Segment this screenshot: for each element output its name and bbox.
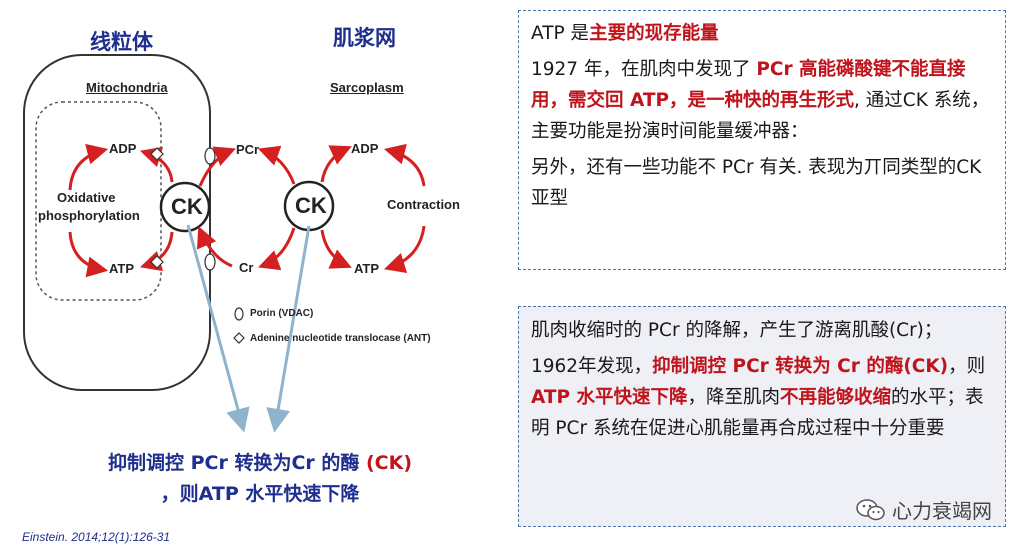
cr-arrow-to-left-ck	[196, 226, 233, 268]
ck-right-label: CK	[295, 193, 327, 218]
cr-arrow-from-right-ck	[258, 227, 296, 271]
atp-paragraph-3: 另外，还有一些功能不 PCr 有关. 表现为丌同类型的CK 亚型	[531, 157, 982, 209]
atp-p2-text: 1927 年，在肌肉中发现了	[531, 59, 757, 80]
pcr-p2-highlight-f: 不再能够收缩	[780, 387, 892, 408]
right-adp-label: ADP	[351, 141, 379, 156]
pcr-paragraph-1: 肌肉收缩时的 PCr 的降解，产生了游离肌酸(Cr)；	[531, 320, 943, 341]
caption-line1: 抑制调控 PCr 转换为Cr 的酶 (CK)	[40, 448, 480, 479]
pcr-p2-text-c: ，则	[948, 356, 986, 377]
caption-ck-highlight: (CK)	[365, 452, 413, 474]
left-ck-arrow-bottom	[139, 231, 174, 272]
ant-diamond-bottom	[150, 255, 164, 269]
left-cycle-arrow-bottom	[68, 231, 109, 278]
atp-p2-highlight: PCr 高能磷酸键不能直接用，需交回 ATP，是一种快的再生形式	[531, 59, 966, 111]
pointer-arrow-right-ck	[266, 225, 311, 433]
pcr-label: PCr	[236, 142, 260, 157]
pointer-arrow-left-ck	[186, 224, 250, 433]
oxidative-label-line1: Oxidative	[57, 190, 116, 205]
porin-oval-top	[204, 147, 216, 165]
atp-paragraph-1: ATP 是主要的现存能量	[531, 18, 993, 49]
contraction-arrow-top	[383, 143, 426, 187]
right-atp-label: ATP	[354, 261, 380, 276]
left-atp-label: ATP	[109, 261, 135, 276]
ck-left-label: CK	[171, 194, 203, 219]
ant-diamond-top	[150, 147, 164, 161]
mitochondria-outer-membrane	[23, 54, 211, 391]
legend-ant-symbol	[233, 332, 245, 344]
oxidative-label-line2: phosphorylation	[38, 208, 140, 223]
sarcoplasm-title: Sarcoplasm	[330, 80, 404, 95]
ck-circle-left	[159, 181, 211, 233]
pcr-p2-highlight-d: ATP 水平快速下降	[531, 387, 688, 408]
right-adp-arrow	[320, 145, 352, 183]
pcr-p2-text-a: 1962年发现，	[531, 356, 653, 377]
porin-oval-bottom	[204, 253, 216, 271]
atp-paragraph-2: 1927 年，在肌肉中发现了 PCr 高能磷酸键不能直接用，需交回 ATP，是一…	[531, 54, 993, 147]
pcr-info-box: 肌肉收缩时的 PCr 的降解，产生了游离肌酸(Cr)； 1962年发现，抑制调控…	[518, 306, 1006, 527]
citation: Einstein. 2014;12(1):126-31	[22, 530, 171, 544]
atp-p1-highlight: 主要的现存能量	[589, 23, 719, 44]
left-adp-label: ADP	[109, 141, 137, 156]
watermark-text: 心力衰竭网	[892, 499, 992, 523]
legend-porin-label: Porin (VDAC)	[250, 308, 314, 319]
diagram-caption: 抑制调控 PCr 转换为Cr 的酶 (CK) ，则ATP 水平快速下降	[40, 448, 480, 510]
mitochondria-cn-label: 线粒体	[90, 30, 153, 54]
watermark: 心力衰竭网	[856, 495, 992, 527]
caption-line2: ，则ATP 水平快速下降	[160, 483, 360, 505]
cr-label: Cr	[239, 260, 254, 275]
mitochondria-title: Mitochondria	[86, 80, 168, 95]
contraction-arrow-bottom	[383, 225, 426, 274]
caption-line1-main: 抑制调控 PCr 转换为Cr 的酶	[107, 452, 366, 474]
atp-p2-tail: , 通过CK 系统，主要功能是扮演时间能量缓冲器：	[531, 90, 990, 142]
legend-ant-label: Adenine nucleotide translocase (ANT)	[250, 333, 431, 344]
legend-porin-symbol	[234, 307, 244, 321]
left-cycle-arrow-top	[68, 143, 109, 191]
pcr-p2-text-e: ，降至肌肉	[687, 387, 781, 408]
atp-info-box: ATP 是主要的现存能量 1927 年，在肌肉中发现了 PCr 高能磷酸键不能直…	[518, 10, 1006, 270]
pcr-paragraph-2: 1962年发现，抑制调控 PCr 转换为 Cr 的酶(CK)，则 ATP 水平快…	[531, 351, 993, 444]
mitochondria-ck-diagram	[23, 54, 426, 433]
atp-p1-text: ATP 是	[531, 23, 590, 44]
right-atp-arrow	[320, 229, 352, 269]
pcr-arrow-from-left-ck	[198, 146, 236, 187]
pcr-p2-highlight-b: 抑制调控 PCr 转换为 Cr 的酶(CK)	[652, 356, 949, 377]
pcr-arrow-to-right-ck	[258, 145, 296, 185]
sarcoplasm-cn-label: 肌浆网	[333, 26, 396, 50]
pcr-p2-text-g: 的水平；表明 PCr 系统在促进心肌能量再合成过程中十分重要	[531, 387, 984, 439]
contraction-label: Contraction	[387, 197, 460, 212]
left-ck-arrow-top	[139, 146, 174, 183]
wechat-icon	[856, 498, 886, 527]
